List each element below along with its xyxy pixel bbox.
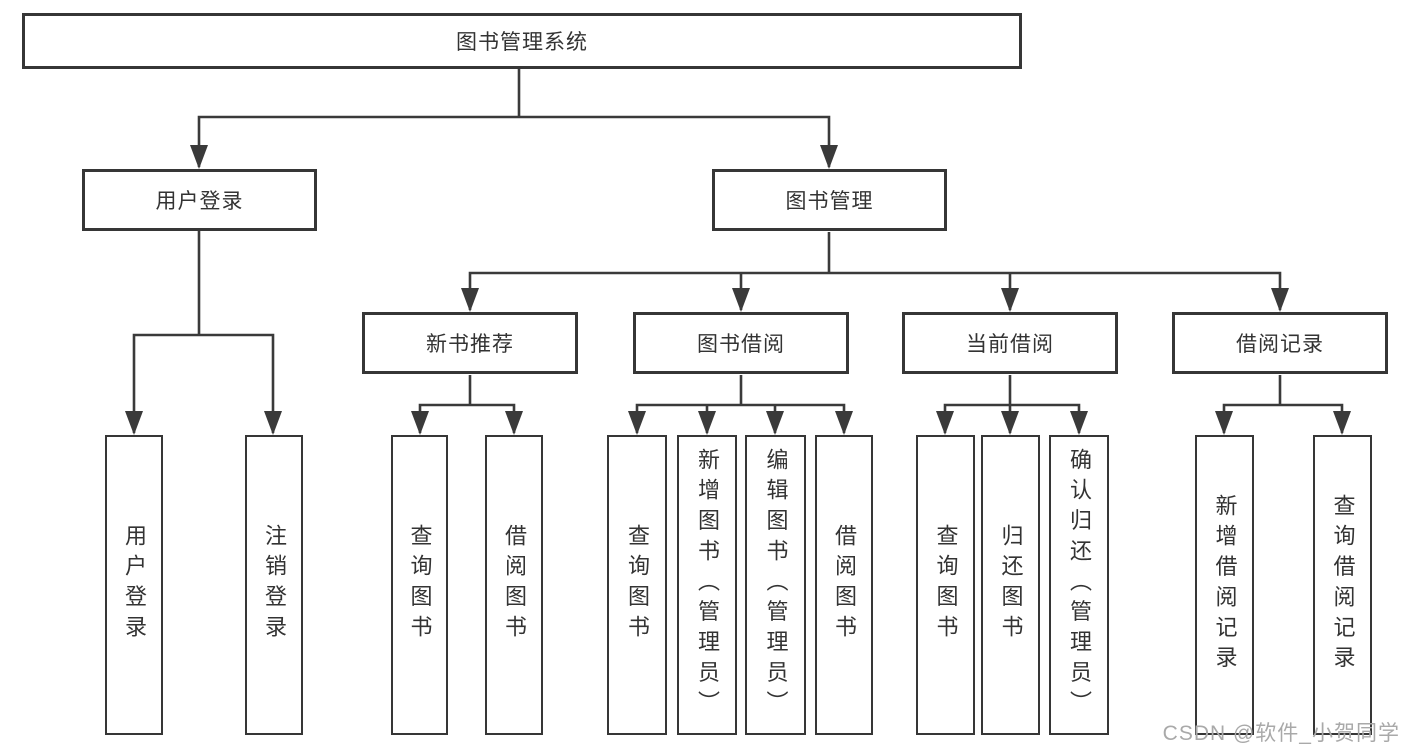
leaf-return-book: 归还图书 bbox=[981, 435, 1040, 735]
node-borrow-records: 借阅记录 bbox=[1172, 312, 1388, 374]
leaf-query-book-current: 查询图书 bbox=[916, 435, 975, 735]
leaf-add-book-admin: 新增图书（管理员） bbox=[677, 435, 737, 735]
node-book-mgmt: 图书管理 bbox=[712, 169, 947, 231]
leaf-query-borrow-record: 查询借阅记录 bbox=[1313, 435, 1372, 735]
node-root: 图书管理系统 bbox=[22, 13, 1022, 69]
leaf-add-borrow-record: 新增借阅记录 bbox=[1195, 435, 1254, 735]
node-user-login: 用户登录 bbox=[82, 169, 317, 231]
leaf-logout: 注销登录 bbox=[245, 435, 303, 735]
leaf-edit-book-admin: 编辑图书（管理员） bbox=[745, 435, 806, 735]
node-new-book-recommend: 新书推荐 bbox=[362, 312, 578, 374]
leaf-borrow-book: 借阅图书 bbox=[815, 435, 873, 735]
node-book-borrow: 图书借阅 bbox=[633, 312, 849, 374]
leaf-query-book-borrow: 查询图书 bbox=[607, 435, 667, 735]
csdn-watermark: CSDN @软件_小贺同学 bbox=[1162, 722, 1400, 745]
leaf-query-book-recommend: 查询图书 bbox=[391, 435, 448, 735]
node-current-borrow: 当前借阅 bbox=[902, 312, 1118, 374]
leaf-confirm-return-admin: 确认归还（管理员） bbox=[1049, 435, 1109, 735]
leaf-borrow-book-recommend: 借阅图书 bbox=[485, 435, 543, 735]
leaf-user-login: 用户登录 bbox=[105, 435, 163, 735]
